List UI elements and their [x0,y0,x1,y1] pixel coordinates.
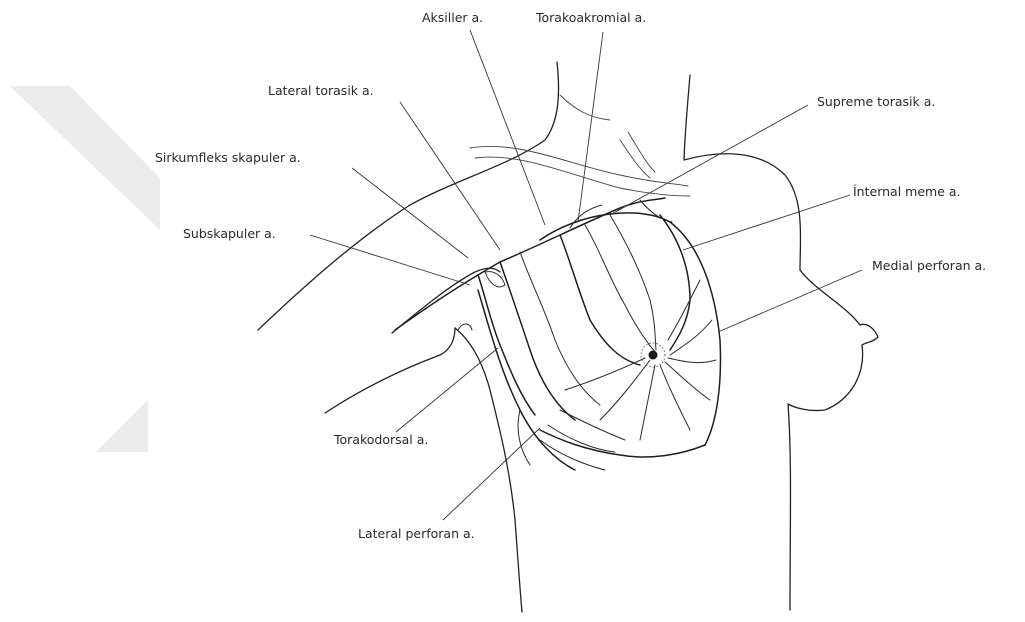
leader-torakodorsal [396,348,498,432]
leader-torakoakromial [578,32,603,222]
leader-lateral-torasik [400,102,500,250]
label-aksiller: Aksiller a. [422,10,483,25]
label-sirkumfleks-skapuler: Sirkumfleks skapuler a. [155,150,301,165]
leader-internal-meme [683,195,850,250]
leader-aksiller [470,30,545,225]
label-medial-perforan: Medial perforan a. [872,258,986,273]
label-subskapuler: Subskapuler a. [183,226,276,241]
labels: Aksiller a. Torakoakromial a. Lateral to… [155,10,986,541]
leader-medial-perforan [718,270,862,332]
label-torakodorsal: Torakodorsal a. [333,432,428,447]
leader-sirkumfleks [352,168,468,258]
label-lateral-perforan: Lateral perforan a. [358,526,475,541]
leader-lateral-perforan [443,428,540,520]
leader-supreme-torasik [610,105,808,215]
nipple [641,343,665,367]
body-outline [258,62,878,612]
watermark-band-top [10,86,160,230]
label-internal-meme: İnternal meme a. [853,184,961,199]
label-supreme-torasik: Supreme torasik a. [817,94,935,109]
label-lateral-torasik: Lateral torasik a. [268,83,374,98]
leader-subskapuler [310,235,470,285]
label-torakoakromial: Torakoakromial a. [535,10,646,25]
watermark-band-bottom [96,400,148,452]
